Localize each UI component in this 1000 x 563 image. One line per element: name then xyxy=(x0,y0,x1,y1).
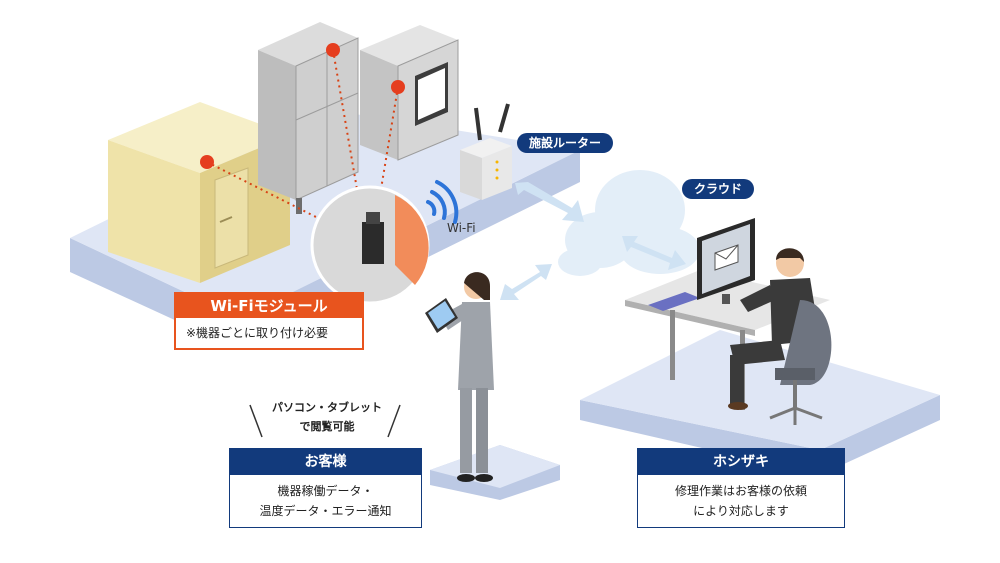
oven-icon xyxy=(360,25,459,161)
wifi-module-title: Wi-Fiモジュール xyxy=(176,294,362,318)
router-tag: 施設ルーター xyxy=(517,133,614,153)
mail-icon xyxy=(714,244,739,271)
hoshizaki-card: ホシザキ 修理作業はお客様の依頼 により対応します xyxy=(637,448,845,528)
data-arrows xyxy=(500,182,686,300)
note-slash-left xyxy=(249,404,263,438)
sensor-connections xyxy=(200,43,405,219)
viewing-note: パソコン・タブレット で閲覧可能 xyxy=(262,398,392,436)
wifi-icon xyxy=(426,180,459,224)
hoshizaki-body: 修理作業はお客様の依頼 により対応します xyxy=(638,475,844,527)
wifi-module-note: ※機器ごとに取り付け必要 xyxy=(186,326,329,340)
cloud-icon xyxy=(558,170,700,276)
wifi-label: Wi-Fi xyxy=(447,221,476,235)
customer-card: お客様 機器稼働データ・ 温度データ・エラー通知 xyxy=(229,448,422,528)
customer-body: 機器稼働データ・ 温度データ・エラー通知 xyxy=(230,475,421,527)
viewing-note-line1: パソコン・タブレット xyxy=(272,401,382,414)
hoshizaki-line1: 修理作業はお客様の依頼 xyxy=(674,484,807,498)
customer-title: お客様 xyxy=(230,449,421,475)
staff-figure xyxy=(728,248,820,410)
monitor-icon xyxy=(697,218,755,304)
viewing-note-line2: で閲覧可能 xyxy=(299,420,355,433)
customer-line1: 機器稼働データ・ xyxy=(277,484,374,498)
cloud-tag: クラウド xyxy=(682,179,755,199)
tablet-icon xyxy=(425,298,458,333)
office-chair-icon xyxy=(769,300,832,425)
note-slash-right xyxy=(387,404,401,438)
freezer-icon xyxy=(258,22,359,214)
customer-figure xyxy=(425,272,494,482)
wifi-module-card: Wi-Fiモジュール ※機器ごとに取り付け必要 xyxy=(174,292,364,350)
wifi-module-zoom xyxy=(310,185,430,305)
router-icon xyxy=(460,103,512,200)
customer-floor xyxy=(430,445,560,500)
customer-line2: 温度データ・エラー通知 xyxy=(259,504,392,518)
hoshizaki-title: ホシザキ xyxy=(638,449,844,475)
hoshizaki-line2: により対応します xyxy=(693,504,789,518)
